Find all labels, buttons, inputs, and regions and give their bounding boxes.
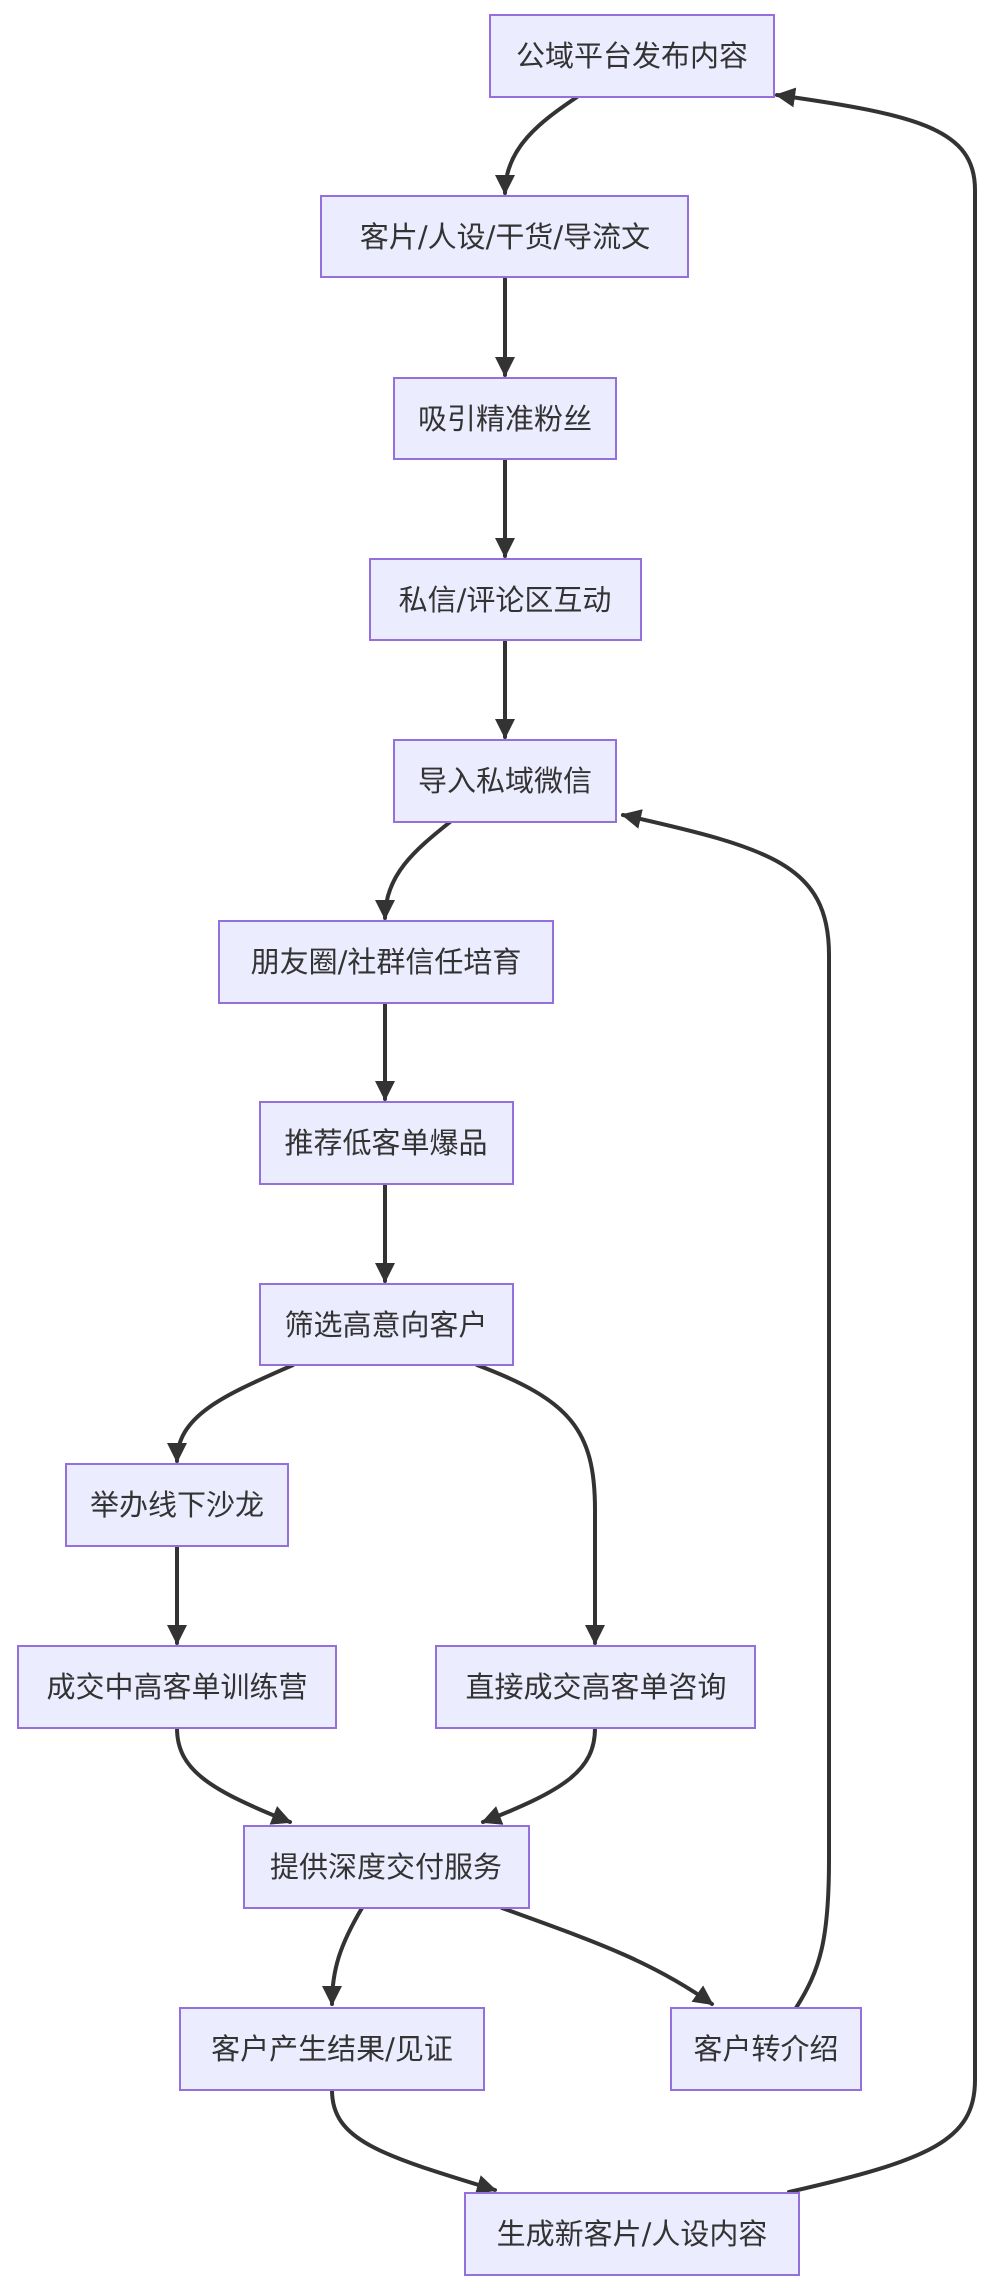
svg-text:举办线下沙龙: 举办线下沙龙 [90,1488,264,1522]
svg-text:客户产生结果/见证: 客户产生结果/见证 [211,2032,453,2066]
edge-n8-n11 [475,1363,605,1645]
svg-text:客片/人设/干货/导流文: 客片/人设/干货/导流文 [360,220,650,254]
edge-n5-n6 [375,820,452,920]
svg-text:公域平台发布内容: 公域平台发布内容 [516,39,748,73]
node-content-types[interactable]: 客片/人设/干货/导流文 [320,195,689,278]
node-mid-high-training-camp[interactable]: 成交中高客单训练营 [17,1645,337,1729]
node-offline-salon[interactable]: 举办线下沙龙 [65,1463,289,1547]
node-results-testimonial[interactable]: 客户产生结果/见证 [179,2007,485,2091]
edge-n15-n1 [775,87,977,2194]
svg-text:客户转介绍: 客户转介绍 [693,2032,838,2066]
svg-text:生成新客片/人设内容: 生成新客片/人设内容 [497,2217,768,2251]
svg-text:推荐低客单爆品: 推荐低客单爆品 [284,1126,487,1160]
node-new-content[interactable]: 生成新客片/人设内容 [464,2192,800,2276]
svg-text:私信/评论区互动: 私信/评论区互动 [399,583,612,617]
node-filter-high-intent[interactable]: 筛选高意向客户 [259,1283,514,1366]
node-trust-building[interactable]: 朋友圈/社群信任培育 [218,920,554,1004]
edge-n10-n12 [175,1726,292,1825]
svg-text:筛选高意向客户: 筛选高意向客户 [284,1308,487,1342]
edge-n14-n5 [621,809,831,2010]
node-import-private-wechat[interactable]: 导入私域微信 [393,739,617,823]
node-dm-comment-interaction[interactable]: 私信/评论区互动 [369,558,642,641]
edge-n13-n15 [330,2088,497,2195]
edge-n12-n14 [500,1906,714,2006]
edge-n8-n9 [167,1363,295,1463]
edge-n1-n2 [495,95,579,195]
edges [167,87,977,2195]
node-deep-delivery[interactable]: 提供深度交付服务 [243,1825,530,1909]
svg-text:吸引精准粉丝: 吸引精准粉丝 [418,402,592,436]
node-recommend-low-price[interactable]: 推荐低客单爆品 [259,1101,514,1185]
node-publish-public-content[interactable]: 公域平台发布内容 [489,14,775,98]
nodes: 公域平台发布内容 客片/人设/干货/导流文 吸引精准粉丝 私信/评论区互动 导入… [17,14,862,2276]
node-attract-fans[interactable]: 吸引精准粉丝 [393,377,617,460]
svg-text:成交中高客单训练营: 成交中高客单训练营 [46,1670,307,1704]
svg-text:提供深度交付服务: 提供深度交付服务 [270,1850,502,1884]
svg-text:直接成交高客单咨询: 直接成交高客单咨询 [465,1670,726,1704]
svg-text:朋友圈/社群信任培育: 朋友圈/社群信任培育 [251,945,522,979]
edge-n12-n13 [322,1906,364,2006]
svg-text:导入私域微信: 导入私域微信 [418,764,592,798]
node-referral[interactable]: 客户转介绍 [670,2007,862,2091]
node-direct-high-consulting[interactable]: 直接成交高客单咨询 [435,1645,756,1729]
edge-n11-n12 [481,1726,597,1825]
